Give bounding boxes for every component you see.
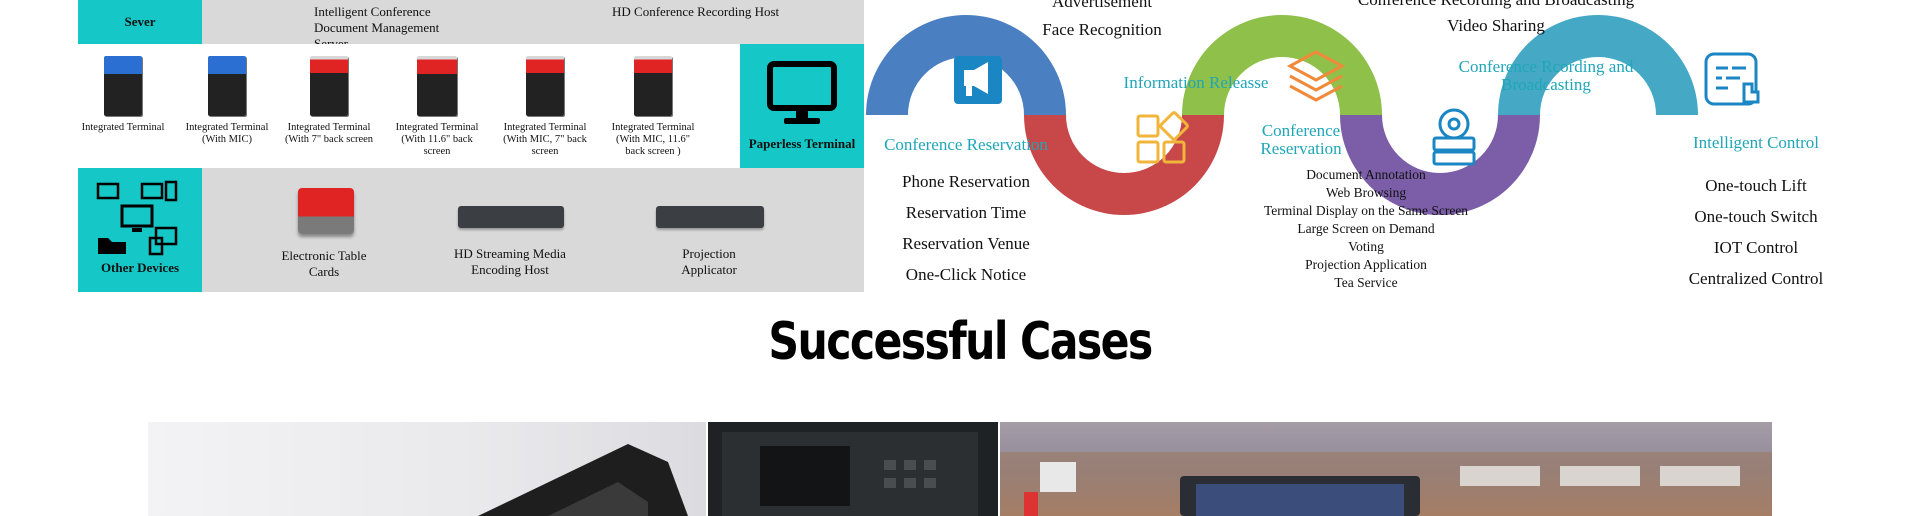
terminal-image [417, 56, 457, 116]
paperless-terminal-label: Paperless Terminal [748, 136, 856, 151]
functions-diagram: Advertisement Face Recognition Conferenc… [866, 0, 1920, 300]
case-photo-device [148, 422, 706, 516]
encoding-host-label: HD Streaming Media Encoding Host [454, 246, 566, 277]
reservation-item: Reservation Venue [902, 234, 1030, 253]
server-box: Sever [78, 0, 202, 44]
arc-green [1182, 15, 1382, 115]
terminal-label: Integrated Terminal (With MIC) [185, 122, 269, 145]
terminal-image [104, 56, 142, 116]
video-sharing-label: Video Sharing [1447, 16, 1545, 35]
reservation-item: Reservation Time [905, 203, 1027, 222]
table-card-image [298, 188, 354, 234]
feature-item: Document Annotation [1306, 167, 1426, 182]
conference-reservation-title: Conference Reservation [1260, 121, 1342, 158]
terminal-item: Integrated Terminal (With 7" back screen [284, 56, 374, 146]
terminal-image [208, 56, 246, 116]
other-devices-box: Other Devices [78, 168, 202, 292]
info-release-title: Information Releasse [1123, 73, 1269, 92]
control-list-icon [1704, 52, 1760, 106]
control-item: One-touch Lift [1705, 176, 1807, 195]
monitor-icon [767, 61, 837, 124]
system-diagram: Sever Intelligent Conference Document Ma… [78, 0, 864, 292]
feature-item: Web Browsing [1325, 185, 1407, 200]
intelligent-control-title: Intelligent Control [1692, 133, 1820, 152]
terminal-image [634, 56, 672, 116]
conference-room-image [1000, 452, 1772, 516]
reservation-item: One-Click Notice [905, 265, 1027, 284]
wave-arcs [866, 15, 1760, 215]
face-recognition-label: Face Recognition [1042, 20, 1162, 39]
advertisement-label: Advertisement [1051, 0, 1153, 11]
projection-applicator-label: Projection Applicator [681, 246, 737, 277]
megaphone-icon [954, 56, 1002, 104]
feature-item: Large Screen on Demand [1297, 221, 1435, 236]
recording-broadcasting-label: Conference Recording and Broadcasting [1346, 0, 1646, 10]
terminal-item: Integrated Terminal [78, 56, 168, 134]
encoding-host-image [458, 206, 564, 228]
table-card-label: Electronic Table Cards [281, 248, 367, 279]
layers-icon [1286, 50, 1346, 102]
paperless-terminal-box: Paperless Terminal [740, 44, 864, 168]
recording-title: Conference Rcording and Broadcasting [1458, 57, 1634, 94]
arc-blue [866, 15, 1066, 115]
server-band [78, 0, 864, 44]
device-corner-image [478, 444, 688, 516]
terminal-label: Integrated Terminal (With 7" back screen [284, 122, 374, 145]
terminal-item: Integrated Terminal (With MIC, 11.6" bac… [608, 56, 698, 158]
apps-icon [1136, 111, 1189, 164]
case-photo-room [1000, 422, 1772, 516]
projection-applicator-image [656, 206, 764, 228]
reservation-item: Phone Reservation [902, 172, 1030, 191]
feature-item: Projection Application [1305, 257, 1427, 272]
reservation-title: Conference Reservation [884, 135, 1048, 154]
terminal-label: Integrated Terminal (With 11.6" back scr… [395, 122, 479, 157]
feature-item: Voting [1348, 239, 1384, 254]
terminal-item: Integrated Terminal (With MIC, 7" back s… [500, 56, 590, 158]
recording-host-label: HD Conference Recording Host [612, 4, 780, 19]
control-item: One-touch Switch [1694, 207, 1818, 226]
terminal-image [310, 56, 348, 116]
terminal-label: Integrated Terminal [81, 122, 165, 133]
control-item: IOT Control [1713, 238, 1799, 257]
devices-icon [96, 180, 178, 256]
arc-red [1024, 115, 1224, 215]
case-photo-panel [708, 422, 998, 516]
document-server-label: Intelligent Conference Document Manageme… [314, 4, 440, 51]
server-label: Sever [124, 14, 156, 29]
arc-teal [1498, 15, 1698, 115]
control-item: Centralized Control [1688, 269, 1824, 288]
server-gear-icon [1432, 108, 1476, 166]
section-title: Successful Cases [768, 312, 1153, 372]
control-panel-image [722, 432, 978, 516]
terminal-label: Integrated Terminal (With MIC, 11.6" bac… [611, 122, 695, 157]
other-devices-label: Other Devices [100, 260, 180, 275]
feature-item: Terminal Display on the Same Screen [1263, 203, 1469, 218]
feature-item: Tea Service [1334, 275, 1398, 290]
terminal-image [526, 56, 564, 116]
terminal-item: Integrated Terminal (With 11.6" back scr… [392, 56, 482, 158]
terminal-label: Integrated Terminal (With MIC, 7" back s… [503, 122, 587, 157]
arc-purple [1340, 115, 1540, 215]
terminal-item: Integrated Terminal (With MIC) [182, 56, 272, 146]
